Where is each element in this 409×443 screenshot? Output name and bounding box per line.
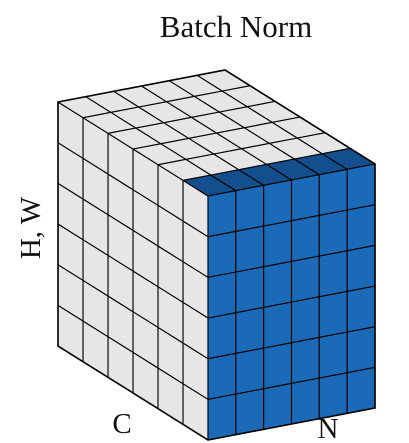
front-face-highlight-cell: [318, 250, 348, 298]
front-face-highlight-cell: [290, 174, 320, 222]
front-face-highlight-cell: [207, 271, 237, 319]
front-face-highlight-cell: [346, 204, 376, 252]
front-face-highlight-cell: [290, 214, 320, 262]
front-face-highlight-cell: [263, 382, 293, 430]
front-face-highlight-cell: [346, 326, 376, 374]
front-face-highlight-cell: [318, 168, 348, 216]
front-face-highlight-cell: [318, 209, 348, 257]
front-face-highlight-cell: [346, 366, 376, 414]
front-face-highlight-cell: [346, 244, 376, 292]
front-face-highlight-cell: [290, 255, 320, 303]
front-face-highlight-cell: [235, 388, 265, 436]
cube-outline: [57, 69, 376, 441]
front-face-highlight-cell: [207, 312, 237, 360]
front-face-highlight-cell: [207, 352, 237, 400]
front-face-highlight-cell: [207, 393, 237, 441]
front-face-highlight-cell: [263, 220, 293, 268]
front-face-highlight-cell: [235, 306, 265, 354]
batch-axis-label: N: [318, 413, 339, 443]
channel-axis-label: C: [112, 408, 131, 440]
front-face-highlight-cell: [235, 184, 265, 232]
front-face-highlight-cell: [263, 342, 293, 390]
front-face-highlight-cell: [263, 179, 293, 227]
front-face-highlight-cell: [290, 336, 320, 384]
front-face-highlight-cell: [207, 190, 237, 238]
cube-faces: [57, 69, 376, 441]
front-face-highlight-cell: [235, 266, 265, 314]
front-face-highlight-cell: [263, 260, 293, 308]
front-face-highlight-cell: [318, 331, 348, 379]
front-face-highlight-cell: [346, 163, 376, 211]
front-face-highlight-cell: [346, 285, 376, 333]
front-face-highlight-cell: [263, 301, 293, 349]
diagram-title: Batch Norm: [160, 9, 312, 44]
spatial-axis-label: H, W: [15, 196, 47, 259]
front-face-highlight-cell: [318, 290, 348, 338]
front-face-highlight-cell: [318, 372, 348, 420]
front-face-highlight-cell: [207, 230, 237, 278]
front-face-highlight-cell: [235, 347, 265, 395]
front-face-highlight-cell: [235, 225, 265, 273]
front-face-highlight-cell: [290, 377, 320, 425]
front-face-highlight-cell: [290, 296, 320, 344]
